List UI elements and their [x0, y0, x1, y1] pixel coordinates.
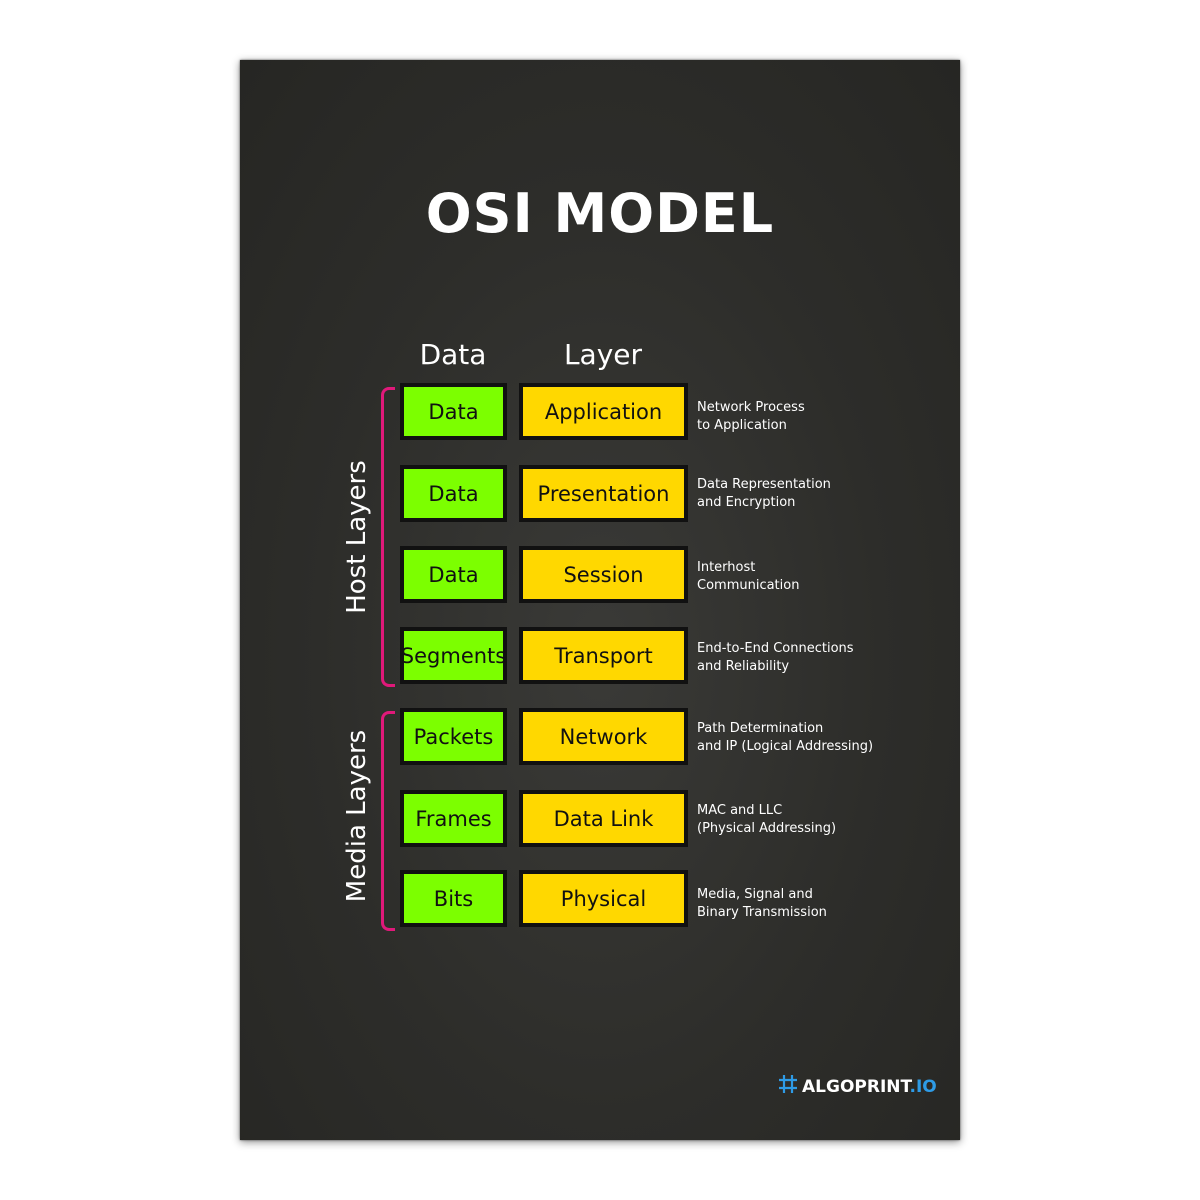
column-header-layer: Layer — [563, 338, 643, 371]
layer-description: Network Process to Application — [697, 400, 805, 433]
pdu-box: Bits — [400, 870, 507, 927]
layer-box: Transport — [519, 627, 688, 684]
pdu-box: Packets — [400, 708, 507, 765]
pdu-box: Frames — [400, 790, 507, 847]
layer-description: Path Determination and IP (Logical Addre… — [697, 721, 874, 754]
page-title: OSI MODEL — [425, 182, 775, 245]
pdu-box: Data — [400, 546, 507, 603]
pdu-box: Data — [400, 465, 507, 522]
layer-box: Network — [519, 708, 688, 765]
layer-description: End-to-End Connections and Reliability — [697, 641, 854, 674]
layer-description: MAC and LLC (Physical Addressing) — [697, 803, 837, 836]
brand-name: ALGOPRINT — [802, 1076, 910, 1097]
layer-box: Presentation — [519, 465, 688, 522]
layer-description: Media, Signal and Binary Transmission — [697, 887, 827, 920]
layer-box: Physical — [519, 870, 688, 927]
brand-suffix: .IO — [909, 1076, 937, 1097]
layer-description: Interhost Communication — [697, 560, 800, 593]
media-layers-brace — [381, 711, 395, 931]
column-header-data: Data — [419, 338, 487, 371]
host-layers-brace — [381, 387, 395, 687]
host-layers-label: Host Layers — [342, 460, 372, 614]
layer-box: Session — [519, 546, 688, 603]
hash-grid-icon — [778, 1074, 798, 1099]
pdu-box: Data — [400, 383, 507, 440]
layer-box: Application — [519, 383, 688, 440]
media-layers-label: Media Layers — [342, 729, 372, 903]
brand-logo: ALGOPRINT.IO — [778, 1074, 937, 1099]
layer-description: Data Representation and Encryption — [697, 477, 831, 510]
poster: OSI MODEL Data Layer Host Layers Media L… — [240, 60, 960, 1140]
layer-box: Data Link — [519, 790, 688, 847]
pdu-box: Segments — [400, 627, 507, 684]
